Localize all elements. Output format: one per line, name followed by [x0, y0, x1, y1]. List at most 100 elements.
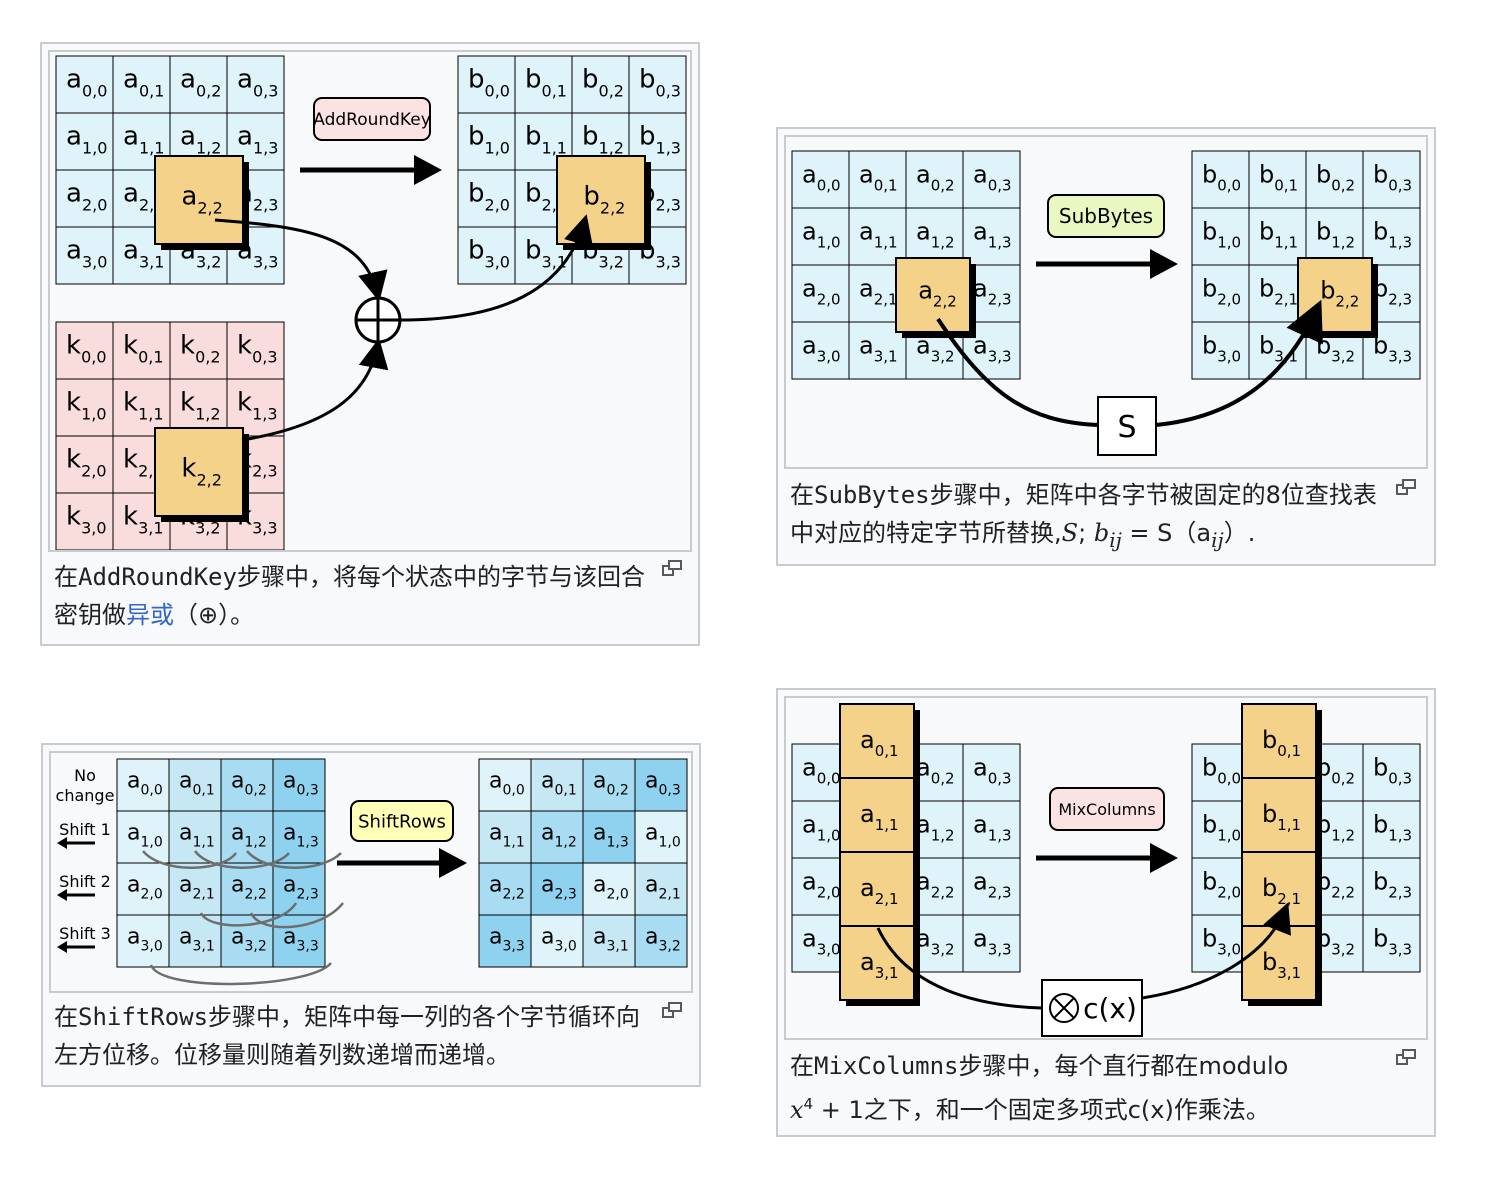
matrix-cell: [272, 810, 326, 864]
matrix-cell: [478, 810, 532, 864]
cell-label: a2,2: [489, 873, 525, 903]
cell-label: b0,1: [525, 64, 567, 100]
matrix-cell: [791, 321, 850, 380]
enlarge-icon[interactable]: [1396, 479, 1416, 495]
cell-label: b3,3: [1373, 924, 1412, 958]
matrix-cell: [582, 914, 636, 968]
matrix-cell: [112, 55, 171, 114]
cell-label: b0,3: [1373, 753, 1412, 787]
cell-label: k1,3: [237, 387, 278, 423]
highlight-cell: [895, 257, 971, 333]
matrix-cell: [628, 55, 687, 114]
matrix-cell: [55, 378, 114, 437]
matrix-cell: [962, 800, 1021, 859]
connector-a: [876, 927, 1043, 1010]
operation-box: [1047, 194, 1165, 238]
cell-label: a3,3: [283, 925, 319, 955]
cell-label: a0,0: [489, 769, 525, 799]
mixcolumns-figure[interactable]: a0,0a0,1a0,2a0,3a1,0a1,1a1,2a1,3a2,0a2,1…: [784, 696, 1428, 1040]
cell-label: a3,1: [179, 925, 215, 955]
enlarge-icon[interactable]: [1396, 1049, 1416, 1065]
matrix-cell: [634, 914, 688, 968]
highlight-cell: [1241, 851, 1317, 927]
cell-label: a0,3: [973, 753, 1012, 787]
matrix-cell: [962, 857, 1021, 916]
cell-label: a3,1: [593, 925, 629, 955]
cell-label: a3,2: [916, 331, 955, 365]
cell-label: a0,1: [123, 64, 164, 100]
cell-label: b3,0: [468, 235, 510, 271]
matrix-cell: [457, 169, 516, 228]
matrix-cell: [1362, 207, 1421, 266]
matrix-cell: [634, 758, 688, 812]
matrix-cell: [962, 914, 1021, 973]
matrix-cell: [1191, 857, 1250, 916]
matrix-cell: [272, 758, 326, 812]
rotation-arrow: [142, 850, 237, 869]
matrix-cell: [634, 862, 688, 916]
cell-label: b2,3: [1373, 867, 1412, 901]
cell-label: a2,3: [541, 873, 577, 903]
enlarge-icon[interactable]: [662, 560, 682, 576]
highlight-label: b0,1: [1262, 726, 1301, 760]
matrix-cell: [168, 914, 222, 968]
matrix-cell: [478, 914, 532, 968]
cell-label: k1,2: [180, 387, 221, 423]
connector-out: [399, 214, 594, 322]
matrix-cell: [1191, 743, 1250, 802]
connector-out: [1141, 902, 1291, 1000]
operation-label: MixColumns: [1058, 800, 1155, 819]
cell-label: a3,1: [123, 235, 164, 271]
xor-link[interactable]: 异或: [126, 601, 174, 629]
matrix-cell: [1362, 743, 1421, 802]
cell-label: b1,3: [1373, 217, 1412, 251]
cell-label: a2,3: [283, 873, 319, 903]
cell-label: k0,0: [66, 330, 107, 366]
shift-arrowhead: [57, 837, 67, 849]
matrix-cell: [169, 378, 228, 437]
cell-label: a1,3: [593, 821, 629, 851]
cell-label: a0,0: [127, 769, 163, 799]
matrix-cell: [272, 914, 326, 968]
matrix-cell: [168, 810, 222, 864]
highlight-cell: [839, 777, 915, 853]
row-label: No: [74, 766, 96, 785]
cell-label: a3,2: [231, 925, 267, 955]
cell-label: b0,0: [468, 64, 510, 100]
row-label: Shift 1: [59, 820, 111, 839]
cell-label: k3,0: [66, 501, 107, 537]
cell-label: a0,2: [180, 64, 221, 100]
cell-label: a0,3: [283, 769, 319, 799]
matrix-cell: [478, 758, 532, 812]
highlight-label: a2,1: [860, 874, 899, 908]
cell-label: a3,2: [645, 925, 681, 955]
cell-label: a1,0: [802, 217, 841, 251]
cell-label: a3,0: [802, 924, 841, 958]
matrix-cell: [1248, 150, 1307, 209]
mixcolumns-diagram: a0,0a0,1a0,2a0,3a1,0a1,1a1,2a1,3a2,0a2,1…: [791, 703, 1421, 1037]
cell-label: a1,1: [123, 121, 164, 157]
cell-label: b0,0: [1202, 753, 1241, 787]
matrix-cell: [55, 492, 114, 550]
row-label: Shift 2: [59, 872, 111, 891]
cell-label: a2,0: [802, 867, 841, 901]
highlight-label: a2,2: [918, 277, 957, 311]
multiply-box: [1041, 979, 1143, 1037]
operation-label: AddRoundKey: [313, 110, 431, 130]
matrix-cell: [905, 207, 964, 266]
matrix-cell: [55, 169, 114, 228]
shift-arrowhead: [57, 889, 67, 901]
cell-label: a1,2: [180, 121, 221, 157]
operation-label: SubBytes: [1059, 204, 1153, 228]
matrix-cell: [1362, 914, 1421, 973]
transform-arrowhead: [1150, 249, 1178, 279]
cell-label: a1,1: [859, 217, 898, 251]
matrix-cell: [168, 862, 222, 916]
matrix-cell: [530, 862, 584, 916]
cell-label: b1,3: [1373, 810, 1412, 844]
enlarge-icon[interactable]: [662, 1002, 682, 1018]
cell-label: a3,1: [859, 331, 898, 365]
